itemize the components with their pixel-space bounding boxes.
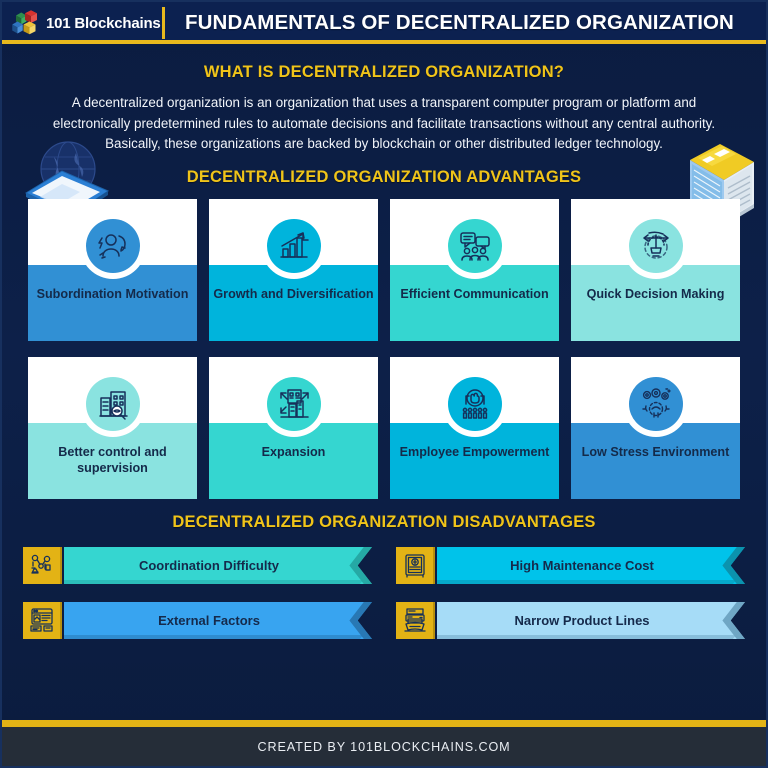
advantage-card-label: Low Stress Environment [581, 444, 730, 459]
intro-section-title: WHAT IS DECENTRALIZED ORGANIZATION? [203, 63, 565, 81]
expansion-city-icon [266, 376, 321, 431]
growth-chart-icon [266, 218, 321, 273]
empowerment-fist-icon [447, 376, 502, 431]
disadvantage-banner[interactable]: External Factors [23, 601, 372, 639]
disadvantage-banner-ribbon: Narrow Product Lines [437, 601, 745, 639]
external-factors-screen-icon [23, 601, 60, 639]
advantage-card-fill [390, 422, 559, 499]
advantage-card-fill [28, 264, 197, 341]
motivation-person-icon [85, 218, 140, 273]
narrow-product-printer-icon [396, 601, 433, 639]
disadvantage-banner-label: Narrow Product Lines [514, 612, 650, 628]
intro-paragraph: A decentralized organization is an organ… [52, 95, 716, 151]
footer-accent-bar [2, 720, 766, 727]
footer-credit-text: CREATED BY 101BLOCKCHAINS.COM [257, 739, 511, 754]
low-stress-gears-icon [628, 376, 683, 431]
advantages-section-title: DECENTRALIZED ORGANIZATION ADVANTAGES [186, 167, 582, 186]
disadvantage-banner-ribbon: External Factors [64, 601, 372, 639]
advantage-card[interactable]: Better control and supervision [28, 356, 197, 499]
disadvantages-section-title: DECENTRALIZED ORGANIZATION DISADVANTAGES [172, 512, 596, 531]
brand-name: 101 Blockchains [46, 14, 161, 32]
advantage-card-fill [390, 264, 559, 341]
advantage-card-row-2: Better control and supervision Expansion… [28, 356, 740, 499]
advantage-card-fill [209, 422, 378, 499]
advantage-card[interactable]: Quick Decision Making [571, 198, 740, 341]
header-divider [162, 7, 165, 39]
disadvantage-banner[interactable]: Narrow Product Lines [396, 601, 745, 639]
page-title: FUNDAMENTALS OF DECENTRALIZED ORGANIZATI… [185, 11, 734, 34]
ribbon-shape [437, 601, 745, 639]
disadvantage-banner-label: High Maintenance Cost [510, 557, 654, 573]
advantage-card[interactable]: Growth and Diversification [209, 198, 378, 341]
advantage-card[interactable]: Subordination Motivation [28, 198, 197, 341]
disadvantage-banner-ribbon: Coordination Difficulty [64, 546, 372, 584]
ribbon-shape [437, 546, 745, 584]
disadvantage-banner[interactable]: Coordination Difficulty [23, 546, 372, 584]
blockchain-cubes-logo-icon [10, 8, 40, 38]
header-bar: 101 Blockchains FUNDAMENTALS OF DECENTRA… [2, 2, 766, 44]
advantage-card-fill [209, 264, 378, 341]
advantage-card-label: Expansion [261, 444, 326, 459]
disadvantage-banner[interactable]: High Maintenance Cost [396, 546, 745, 584]
disadvantage-banner-grid: Coordination Difficulty High Maintenance… [23, 546, 745, 639]
ribbon-shape [64, 546, 372, 584]
advantage-card-label: Better control and supervision [58, 444, 167, 475]
advantage-card-label: Subordination Motivation [36, 286, 189, 301]
brand-logo[interactable]: 101 Blockchains [2, 2, 162, 44]
decision-arrows-icon [628, 218, 683, 273]
advantage-card[interactable]: Expansion [209, 356, 378, 499]
advantage-card-fill [28, 422, 197, 499]
advantage-card-label: Efficient Communication [400, 286, 549, 301]
advantage-card-row-1: Subordination Motivation Growth and Dive… [28, 198, 740, 341]
advantage-card[interactable]: Low Stress Environment [571, 356, 740, 499]
footer-strip: CREATED BY 101BLOCKCHAINS.COM [2, 727, 766, 766]
advantage-card-fill [571, 422, 740, 499]
communication-chat-icon [447, 218, 502, 273]
footer: CREATED BY 101BLOCKCHAINS.COM [2, 720, 766, 766]
coordination-network-icon [23, 546, 60, 584]
advantage-card[interactable]: Efficient Communication [390, 198, 559, 341]
disadvantage-banner-ribbon: High Maintenance Cost [437, 546, 745, 584]
advantage-card-label: Quick Decision Making [586, 286, 725, 301]
ribbon-shape [64, 601, 372, 639]
advantage-card-label: Employee Empowerment [399, 444, 550, 459]
building-magnifier-icon [85, 376, 140, 431]
maintenance-safe-icon [396, 546, 433, 584]
disadvantage-banner-label: Coordination Difficulty [138, 557, 280, 573]
advantage-card[interactable]: Employee Empowerment [390, 356, 559, 499]
advantage-card-fill [571, 264, 740, 341]
disadvantage-banner-label: External Factors [158, 612, 260, 628]
advantage-card-label: Growth and Diversification [213, 286, 374, 301]
